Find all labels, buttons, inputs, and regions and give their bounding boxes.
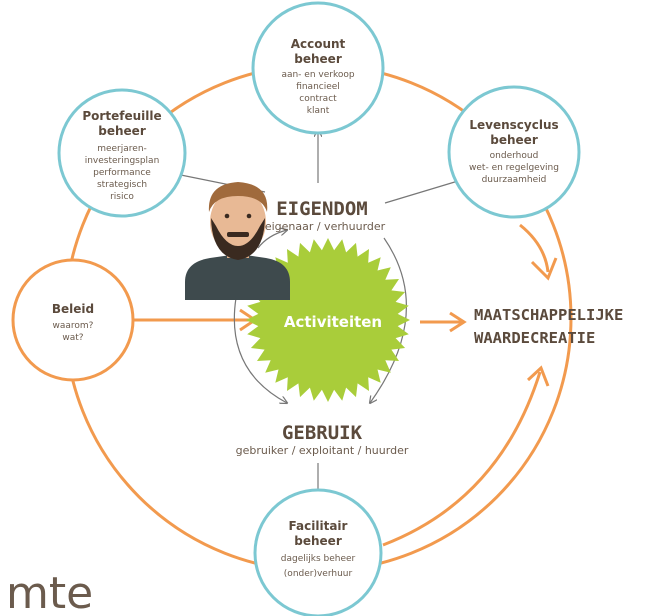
eigendom-heading: EIGENDOM [276, 198, 368, 220]
arrow-gebruik-side [233, 297, 287, 403]
levenscyclus-line-1: onderhoud [490, 151, 539, 161]
circle-levenscyclus-beheer: Levenscyclus beheer onderhoud wet- en re… [447, 85, 581, 219]
activiteiten-label: Activiteiten [284, 313, 382, 331]
eigendom-roles: eigenaar / verhuurder [265, 220, 386, 233]
portefeuille-title-2: beheer [98, 124, 146, 138]
arrow-eigendom-to-gebruik [370, 237, 408, 403]
beleid-line-2: wat? [62, 333, 83, 343]
portefeuille-title-1: Portefeuille [82, 109, 161, 123]
portefeuille-line-2: investeringsplan [85, 156, 160, 166]
levenscyclus-line-3: duurzaamheid [482, 175, 547, 185]
portefeuille-line-1: meerjaren- [97, 144, 147, 154]
beleid-title: Beleid [52, 302, 94, 316]
levenscyclus-title-2: beheer [490, 133, 538, 147]
gebruik-roles: gebruiker / exploitant / huurder [236, 444, 409, 457]
account-line-3: contract [299, 94, 337, 104]
lower-outcome-arrow [382, 365, 550, 547]
account-title-1: Account [291, 37, 346, 51]
outcome-line-2: WAARDECREATIE [474, 329, 595, 347]
portefeuille-line-5: risico [110, 192, 134, 202]
levenscyclus-title-1: Levenscyclus [469, 118, 558, 132]
portefeuille-line-3: performance [93, 168, 151, 178]
circle-portefeuille-beheer: Portefeuille beheer meerjaren- investeri… [57, 88, 187, 218]
upper-outcome-arrow [519, 223, 558, 281]
circle-account-beheer: Account beheer aan- en verkoop financiee… [251, 1, 385, 135]
account-line-4: klant [307, 106, 330, 116]
portefeuille-line-4: strategisch [97, 180, 147, 190]
circle-beleid: Beleid waarom? wat? [11, 258, 135, 382]
outcome-line-1: MAATSCHAPPELIJKE [474, 306, 623, 324]
levenscyclus-line-2: wet- en regelgeving [469, 163, 559, 173]
bearded-man-icon [185, 182, 290, 300]
account-title-2: beheer [294, 52, 342, 66]
facilitair-title-2: beheer [294, 534, 342, 548]
circle-facilitair-beheer: Facilitair beheer dagelijks beheer (onde… [253, 488, 383, 616]
facilitair-line-1: dagelijks beheer [281, 554, 356, 564]
beleid-line-1: waarom? [53, 321, 94, 331]
gebruik-heading: GEBRUIK [282, 422, 363, 444]
mte-logo: mte [6, 568, 93, 616]
arrow-to-eigendom [257, 230, 287, 249]
arrow-to-levenscyclus [384, 178, 468, 204]
facilitair-line-2: (onder)verhuur [284, 569, 353, 579]
outcome-arrow [420, 311, 467, 333]
account-line-1: aan- en verkoop [281, 70, 354, 80]
facilitair-title-1: Facilitair [289, 519, 348, 533]
account-line-2: financieel [296, 82, 340, 92]
